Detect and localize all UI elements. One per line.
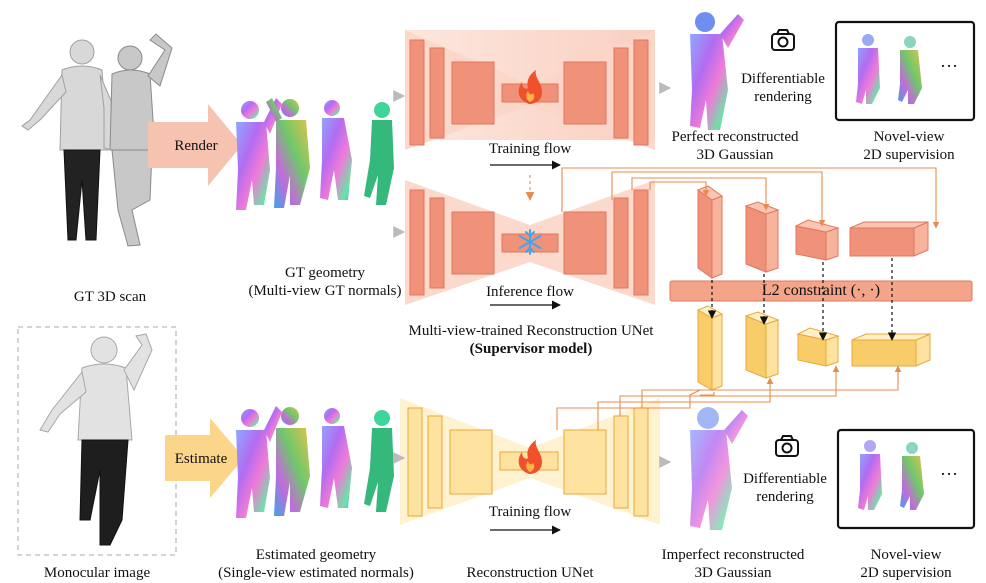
normal-map-figure xyxy=(320,408,352,508)
flame-icon xyxy=(518,70,542,104)
novel-view-box-bottom xyxy=(836,428,976,530)
student-skip-lines xyxy=(556,365,902,430)
perfect-line2: 3D Gaussian xyxy=(696,147,774,163)
est-geometry-line1: Estimated geometry xyxy=(255,547,377,563)
training-flow-bottom-label: Training flow xyxy=(488,504,572,520)
feature-block-3 xyxy=(796,327,840,367)
camera-icon xyxy=(771,29,795,51)
supervisor-features xyxy=(696,185,929,279)
feature-block-1 xyxy=(696,305,724,391)
mono-image-label: Monocular image xyxy=(43,565,151,581)
inference-unet xyxy=(405,180,655,305)
l2-constraint-bar xyxy=(669,280,973,302)
est-geometry-label: Estimated geometry (Single-view estimate… xyxy=(196,546,436,582)
estimate-arrow xyxy=(165,418,244,498)
training-unet-bottom xyxy=(400,398,660,525)
normal-map-figure xyxy=(364,410,394,512)
camera-icon xyxy=(775,435,799,457)
gt-normals-group xyxy=(236,98,394,210)
l2-compare-arrows xyxy=(707,258,897,341)
feature-block-2 xyxy=(744,201,780,273)
snowflake-icon xyxy=(518,229,542,255)
imperfect-line1: Imperfect reconstructed xyxy=(661,547,805,563)
render-arrow xyxy=(148,104,242,186)
mv-unet-line1: Multi-view-trained Reconstruction UNet xyxy=(408,323,654,339)
mono-person-figure xyxy=(39,333,153,546)
diff-render-top-line2: rendering xyxy=(754,89,812,105)
perfect-line1: Perfect reconstructed xyxy=(671,129,799,145)
perfect-gaussian-figure xyxy=(690,12,744,130)
ellipsis-top: … xyxy=(940,51,958,71)
mv-unet-line2: (Supervisor model) xyxy=(469,341,593,357)
stage-arrows xyxy=(393,82,672,468)
estimated-normals-group xyxy=(236,406,394,518)
imperfect-gaussian-label: Imperfect reconstructed 3D Gaussian xyxy=(638,546,828,582)
est-geometry-line2: (Single-view estimated normals) xyxy=(218,565,414,581)
recon-unet-label: Reconstruction UNet xyxy=(466,565,594,581)
l2-constraint-label: L2 constraint (·, ·) xyxy=(761,282,881,299)
diff-render-top-line1: Differentiable xyxy=(741,71,825,87)
normal-map-figure xyxy=(236,98,282,210)
person-figure xyxy=(21,39,116,241)
mv-unet-label: Multi-view-trained Reconstruction UNet (… xyxy=(376,322,686,358)
normal-map-figure xyxy=(236,406,282,518)
imperfect-gaussian-figure xyxy=(690,407,748,530)
training-unet-top xyxy=(405,30,655,150)
flame-icon xyxy=(518,440,542,474)
estimate-label: Estimate xyxy=(174,451,228,467)
feature-block-3 xyxy=(794,219,840,261)
novel-top-line1: Novel-view xyxy=(873,129,945,145)
normal-map-figure xyxy=(320,100,352,200)
feature-block-4 xyxy=(849,221,929,257)
normal-map-figure xyxy=(274,407,310,516)
gt-scan-label: GT 3D scan xyxy=(73,289,147,305)
novel-view-box-top xyxy=(834,20,976,122)
gt-geometry-label: GT geometry (Multi-view GT normals) xyxy=(230,264,420,300)
supervisor-skip-lines xyxy=(561,167,940,229)
gt-scan-figure xyxy=(21,33,173,247)
diff-render-bottom-label: Differentiable rendering xyxy=(730,470,840,506)
scan-mesh-figure xyxy=(109,33,173,247)
inference-flow-label: Inference flow xyxy=(486,284,574,300)
gt-geometry-line2: (Multi-view GT normals) xyxy=(248,283,402,299)
diff-render-bottom-line2: rendering xyxy=(756,489,814,505)
training-flow-top-label: Training flow xyxy=(488,141,572,157)
gt-geometry-line1: GT geometry xyxy=(284,265,366,281)
normal-map-figure xyxy=(266,98,310,208)
diff-render-top-label: Differentiable rendering xyxy=(728,70,838,106)
diff-render-bottom-line1: Differentiable xyxy=(743,471,827,487)
render-label: Render xyxy=(174,138,218,154)
novel-bottom-line2: 2D supervision xyxy=(860,565,952,581)
student-features xyxy=(696,305,931,391)
feature-block-1 xyxy=(696,185,724,279)
novel-view-bottom-label: Novel-view 2D supervision xyxy=(836,546,976,582)
feature-block-2 xyxy=(744,311,780,379)
imperfect-line2: 3D Gaussian xyxy=(694,565,772,581)
novel-view-top-label: Novel-view 2D supervision xyxy=(840,128,978,164)
ellipsis-bottom: … xyxy=(940,459,958,479)
novel-bottom-line1: Novel-view xyxy=(870,547,942,563)
feature-block-4 xyxy=(851,333,931,367)
normal-map-figure xyxy=(364,102,394,205)
perfect-gaussian-label: Perfect reconstructed 3D Gaussian xyxy=(650,128,820,164)
novel-top-line2: 2D supervision xyxy=(863,147,955,163)
